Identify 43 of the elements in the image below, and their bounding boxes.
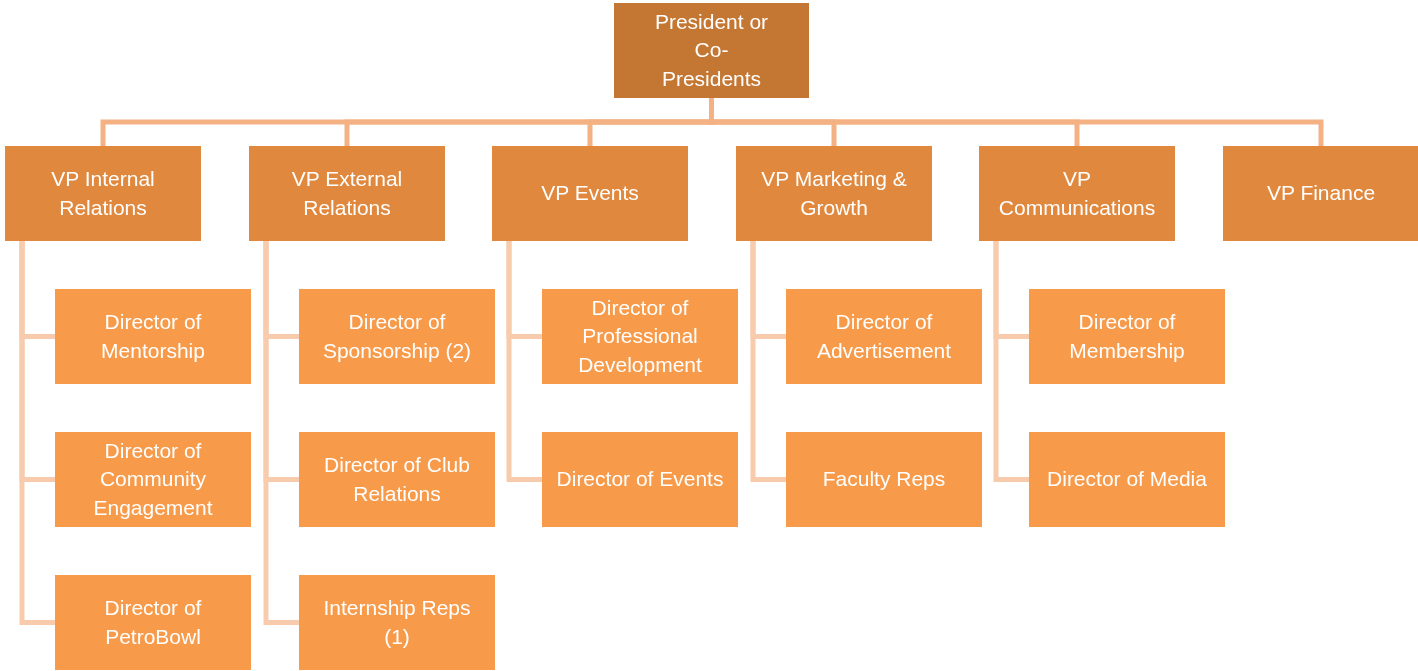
- org-box: [299, 575, 495, 670]
- role-title: Director of Community Engagement: [92, 438, 214, 521]
- role-title: Director of PetroBowl: [103, 595, 203, 650]
- org-box: [55, 432, 251, 527]
- connector-line: [263, 241, 299, 625]
- connector-line: [19, 241, 55, 625]
- org-box: [542, 289, 738, 384]
- role-title: Director of Events: [556, 466, 724, 493]
- org-box: [55, 289, 251, 384]
- org-box: [1223, 146, 1418, 241]
- org-box: [542, 432, 738, 527]
- role-title: Director of Professional Development: [577, 295, 703, 378]
- role-title: Director of Sponsorship (2): [321, 309, 473, 364]
- role-title: Faculty Reps: [822, 466, 946, 493]
- role-title: VP Finance: [1266, 180, 1376, 207]
- role-title: Internship Reps (1): [322, 595, 472, 650]
- org-box: [614, 3, 809, 98]
- org-box: [736, 146, 932, 241]
- connector-line: [993, 241, 1029, 482]
- org-box: [979, 146, 1175, 241]
- connector-line: [750, 241, 786, 482]
- org-box: [299, 432, 495, 527]
- org-box: [55, 575, 251, 670]
- role-title: VP External Relations: [290, 166, 404, 221]
- org-box: [786, 289, 982, 384]
- role-title: VP Events: [541, 180, 639, 207]
- org-box: [786, 432, 982, 527]
- org-box: [249, 146, 445, 241]
- role-title: Director of Advertisement: [815, 309, 953, 364]
- role-title: President or Co-Presidents: [654, 9, 769, 92]
- role-title: Director of Club Relations: [323, 452, 471, 507]
- role-title: Director of Membership: [1068, 309, 1186, 364]
- org-box: [1029, 289, 1225, 384]
- org-box: [299, 289, 495, 384]
- org-box: [492, 146, 688, 241]
- role-title: VP Marketing & Growth: [760, 166, 908, 221]
- role-title: Director of Media: [1047, 466, 1207, 493]
- role-title: Director of Mentorship: [100, 309, 206, 364]
- role-title: VP Communications: [997, 166, 1157, 221]
- role-title: VP Internal Relations: [50, 166, 156, 221]
- org-box: [5, 146, 201, 241]
- connector-line: [506, 241, 542, 482]
- org-box: [1029, 432, 1225, 527]
